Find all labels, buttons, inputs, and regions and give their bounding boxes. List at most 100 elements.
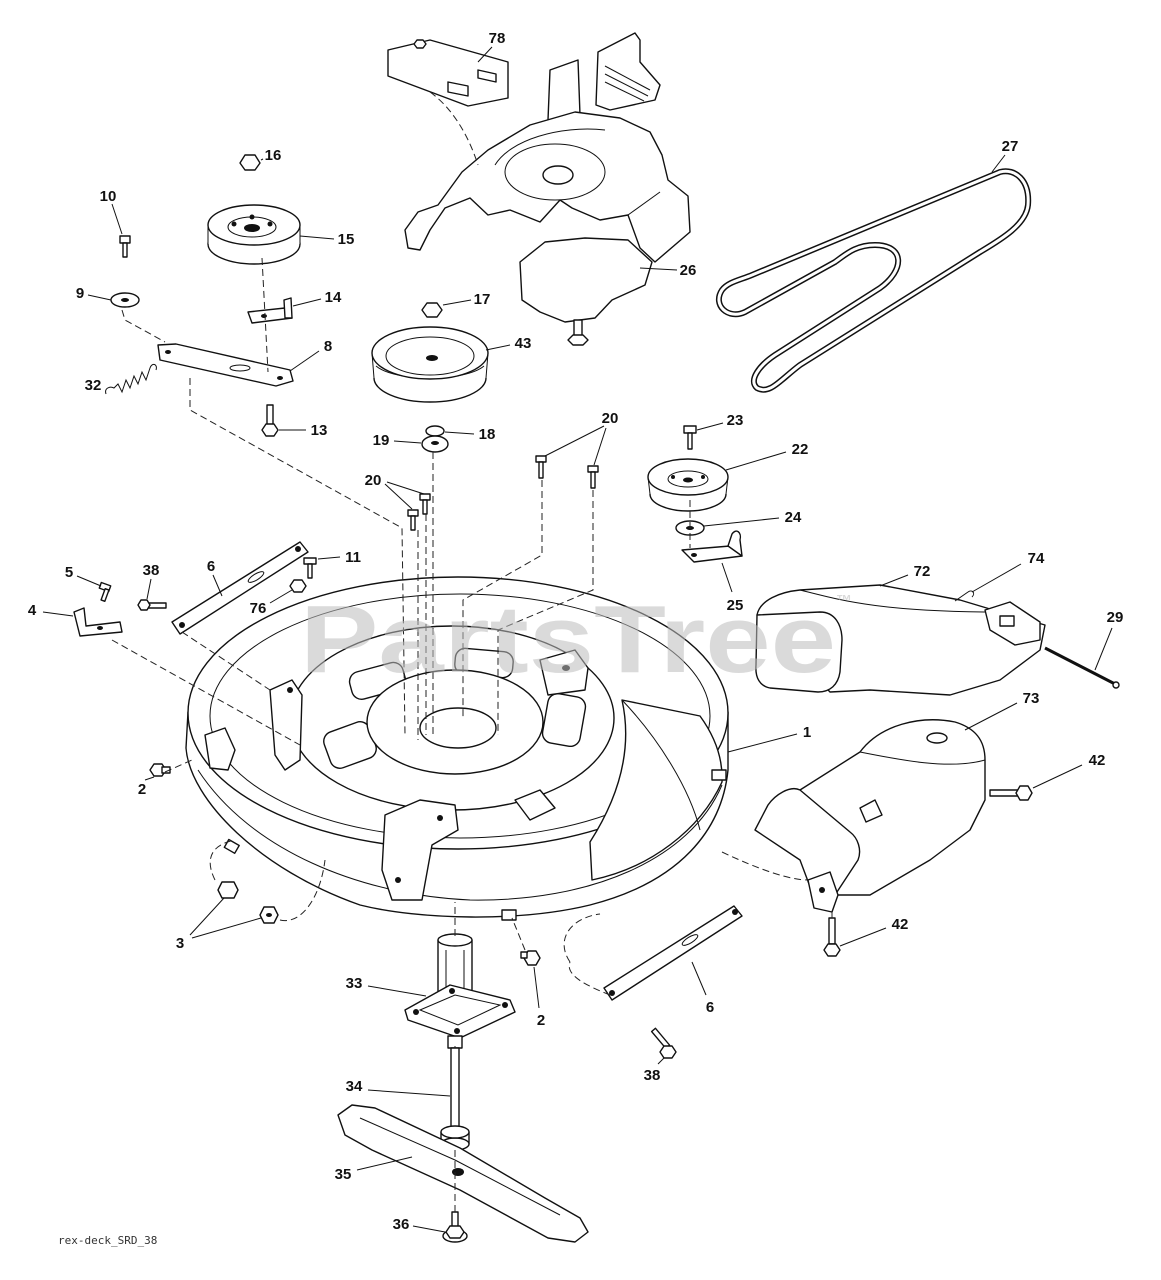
callout-label-43: 43 — [515, 335, 532, 352]
part-16-nut — [239, 154, 261, 171]
part-6-lift-link-lower — [603, 905, 743, 1001]
callout-label-6-lower: 6 — [706, 999, 714, 1016]
callout-25: 25 — [721, 562, 744, 614]
callout-label-34: 34 — [346, 1078, 363, 1095]
callout-8: 8 — [289, 338, 332, 372]
callout-label-26: 26 — [680, 262, 697, 279]
part-18-washer — [425, 425, 445, 437]
callout-label-22: 22 — [792, 441, 809, 458]
part-4-bracket — [73, 607, 123, 637]
assembly-lines — [111, 91, 833, 1212]
part-42-bolt-right — [989, 785, 1033, 801]
callout-label-38-lower: 38 — [644, 1067, 661, 1084]
callout-20-right: 20 — [544, 410, 619, 466]
part-15-idler-pulley — [207, 204, 301, 265]
callout-33: 33 — [346, 975, 427, 997]
callout-38-lower: 38 — [644, 1057, 665, 1084]
callout-label-10: 10 — [100, 188, 117, 205]
callout-label-9: 9 — [76, 285, 84, 302]
callout-label-17: 17 — [474, 291, 491, 308]
watermark-text: PartsTree — [300, 586, 836, 693]
callouts: 78 16 27 10 15 26 9 14 17 8 43 32 13 19 … — [28, 30, 1124, 1233]
callout-73: 73 — [964, 690, 1040, 731]
callout-2-lower: 2 — [533, 966, 545, 1029]
callout-label-27: 27 — [1002, 138, 1019, 155]
part-42-bolt-lower — [823, 917, 841, 957]
callout-label-13: 13 — [311, 422, 328, 439]
callout-32: 32 — [85, 377, 102, 394]
callout-label-33: 33 — [346, 975, 363, 992]
part-76-nut — [289, 579, 307, 593]
part-38-bolt-upper — [137, 599, 167, 611]
part-11-bolt — [303, 557, 317, 579]
part-74-pin — [954, 590, 975, 602]
callout-72: 72 — [879, 563, 931, 587]
callout-label-8: 8 — [324, 338, 332, 355]
callout-2-left: 2 — [138, 776, 155, 798]
callout-label-20-left: 20 — [365, 472, 382, 489]
callout-label-25: 25 — [727, 597, 744, 614]
callout-38-upper: 38 — [143, 562, 159, 600]
callout-label-72: 72 — [914, 563, 931, 580]
callout-74: 74 — [971, 550, 1045, 593]
callout-label-42-lower: 42 — [892, 916, 909, 933]
part-72-discharge-chute — [755, 584, 1046, 696]
callout-24: 24 — [703, 509, 802, 527]
callout-18: 18 — [444, 426, 496, 443]
callout-label-2-lower: 2 — [537, 1012, 545, 1029]
callout-11: 11 — [317, 549, 361, 566]
callout-9: 9 — [76, 285, 112, 302]
callout-26: 26 — [639, 262, 697, 279]
callout-label-18: 18 — [479, 426, 496, 443]
part-20-bolts-left — [407, 493, 431, 531]
part-20-bolts-right — [535, 455, 599, 489]
callout-5: 5 — [65, 564, 102, 587]
callout-label-74: 74 — [1028, 550, 1045, 567]
callout-16: 16 — [260, 147, 282, 164]
callout-20-left: 20 — [365, 472, 425, 510]
part-73-mulch-chute — [754, 719, 986, 913]
callout-label-78: 78 — [489, 30, 506, 47]
part-10-bolt — [119, 235, 131, 258]
callout-label-11: 11 — [345, 549, 361, 566]
callout-42-lower: 42 — [839, 916, 909, 947]
part-34-spindle-shaft — [440, 1047, 470, 1151]
callout-label-36: 36 — [393, 1216, 410, 1233]
callout-label-20-right: 20 — [602, 410, 619, 427]
callout-43: 43 — [485, 335, 532, 352]
callout-1: 1 — [727, 724, 811, 753]
callout-34: 34 — [346, 1078, 451, 1097]
callout-label-4: 4 — [28, 602, 37, 619]
part-6-lift-link-upper — [171, 541, 309, 635]
callout-label-73: 73 — [1023, 690, 1040, 707]
callout-label-42-right: 42 — [1089, 752, 1106, 769]
callout-27: 27 — [991, 138, 1019, 173]
part-23-bolt — [683, 425, 697, 450]
callout-78: 78 — [477, 30, 506, 63]
part-22-idler-pulley — [647, 458, 729, 512]
callout-22: 22 — [725, 441, 809, 471]
callout-label-6-upper: 6 — [207, 558, 215, 575]
part-78-plate — [387, 39, 509, 107]
part-5-bolt — [98, 581, 112, 603]
part-deck-housing — [185, 576, 729, 921]
part-17-nut — [421, 302, 443, 318]
callout-label-76: 76 — [250, 600, 267, 617]
callout-17: 17 — [442, 291, 491, 308]
callout-6-upper: 6 — [207, 558, 223, 597]
callout-label-23: 23 — [727, 412, 744, 429]
callout-label-16: 16 — [265, 147, 282, 164]
callout-23: 23 — [696, 412, 744, 431]
part-36-blade-bolt — [442, 1211, 468, 1243]
part-8-idler-arm — [157, 343, 294, 387]
callout-3: 3 — [176, 897, 262, 952]
watermark: PartsTree ™ — [300, 586, 852, 693]
callout-label-24: 24 — [785, 509, 802, 526]
part-35-blade — [337, 1104, 589, 1243]
callout-label-29: 29 — [1107, 609, 1124, 626]
callout-label-5: 5 — [65, 564, 73, 581]
part-13-bolt — [261, 404, 279, 437]
part-14-bracket — [247, 297, 293, 324]
part-38-bolt-lower — [650, 1027, 677, 1059]
callout-label-32: 32 — [85, 377, 102, 394]
